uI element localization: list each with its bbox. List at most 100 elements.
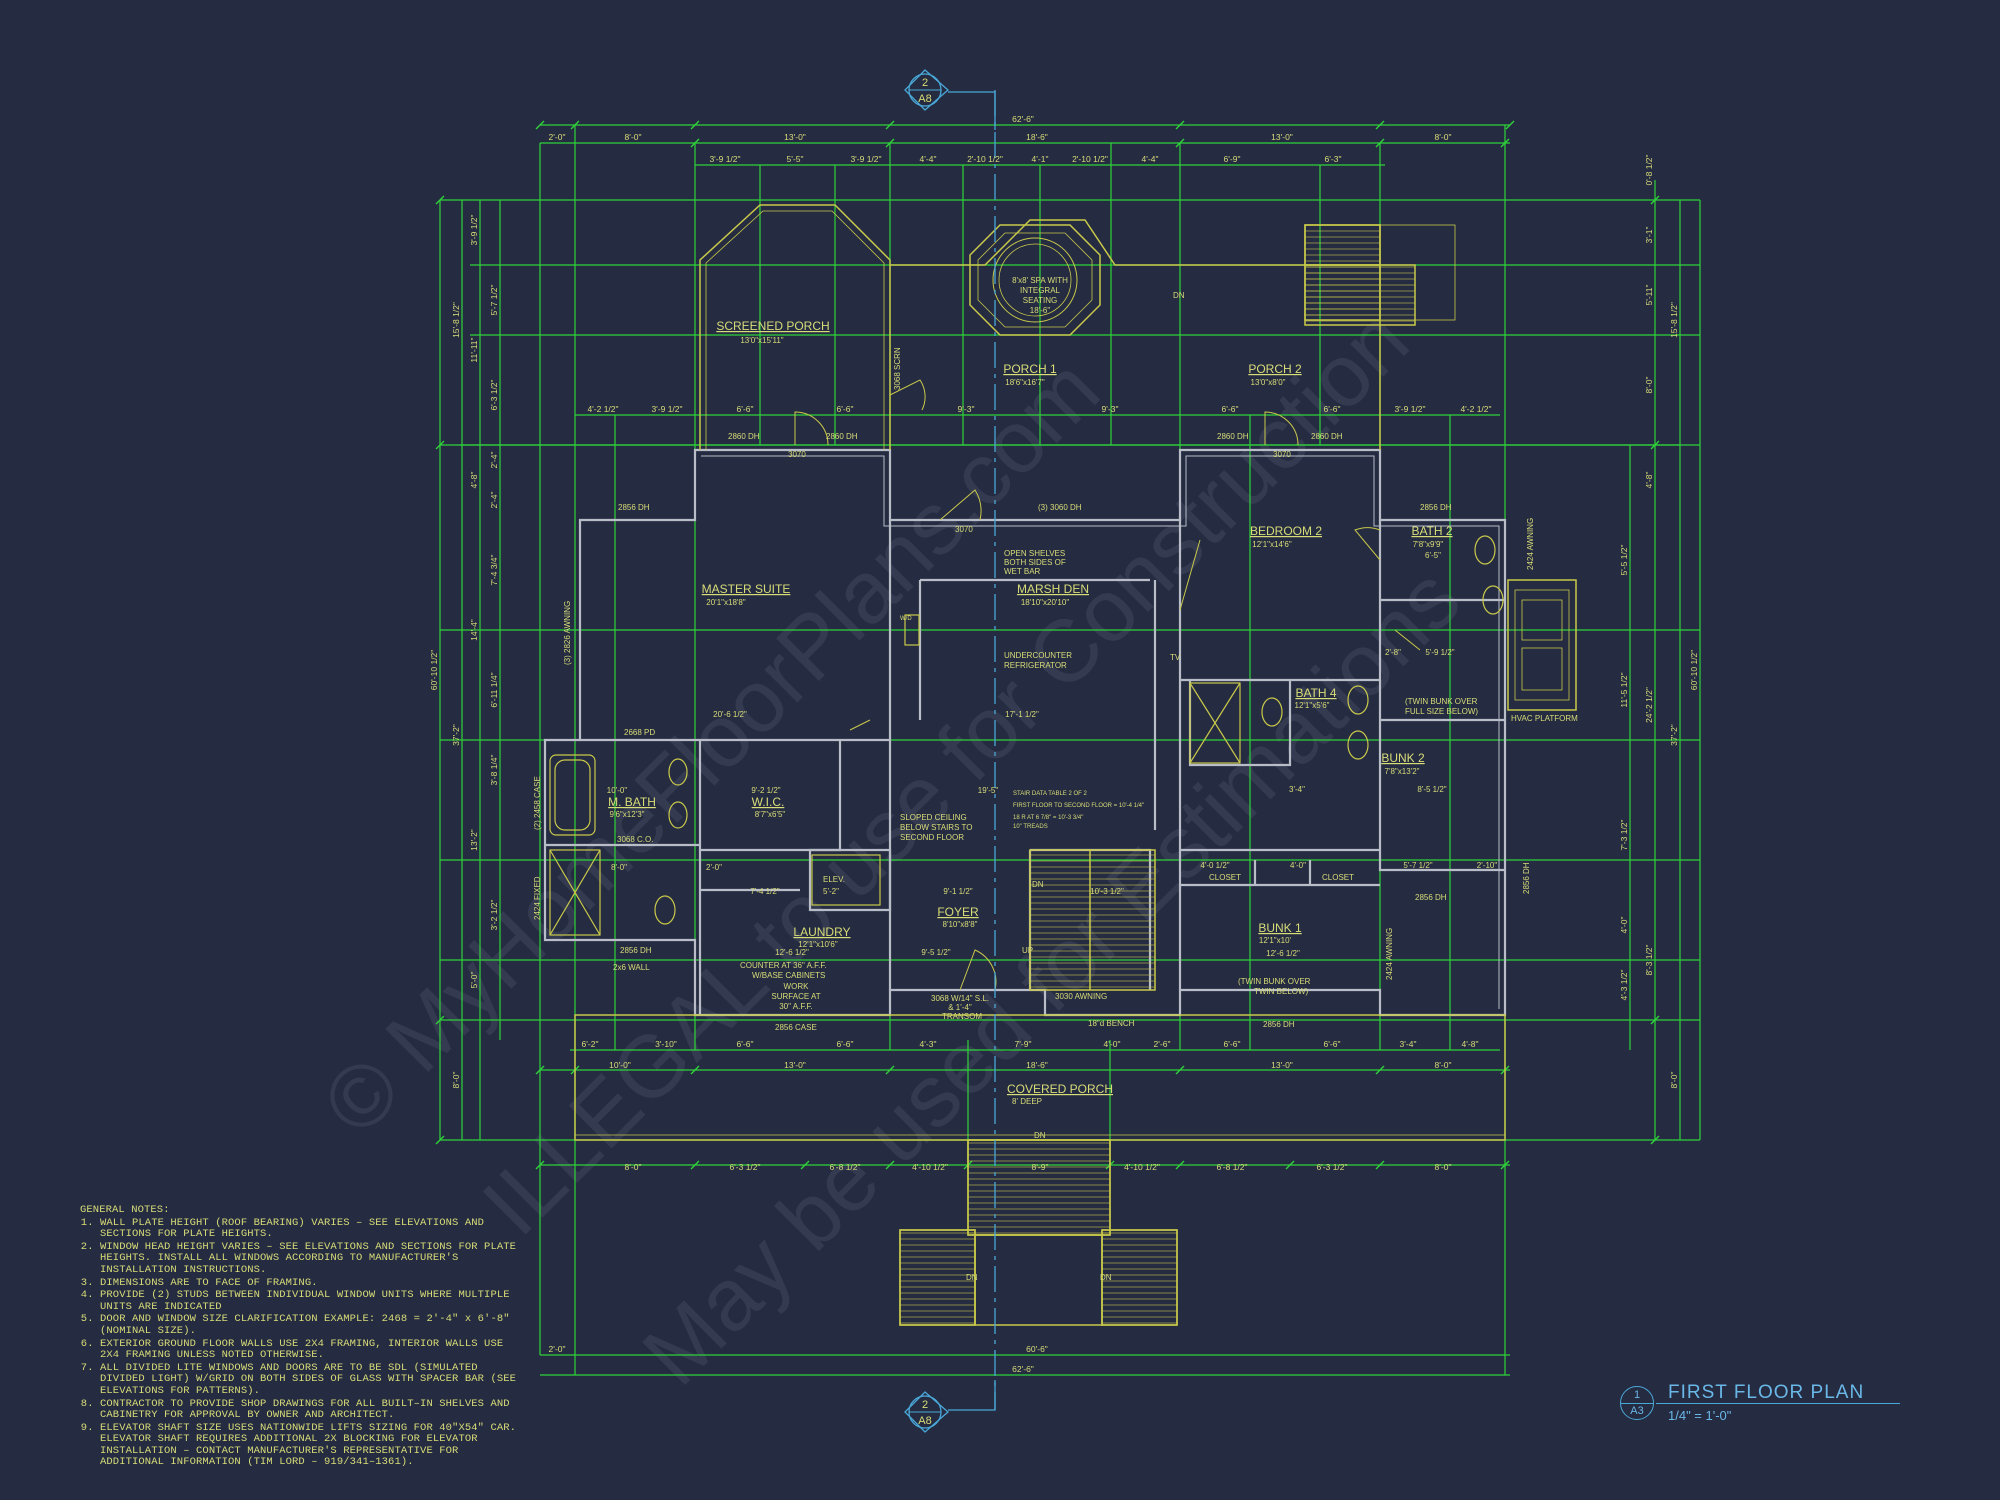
general-note-1: WALL PLATE HEIGHT (ROOF BEARING) VARIES …	[100, 1217, 520, 1241]
vertical-dimension-texts: 60'-10 1/2" 15'-8 1/2" 37'-2" 8'-0" 3'-9…	[429, 154, 1699, 1088]
transom-note-2: & 1'-4"	[948, 1003, 972, 1012]
general-notes: GENERAL NOTES: WALL PLATE HEIGHT (ROOF B…	[80, 1204, 520, 1470]
dim-low-0: 6'-2"	[582, 1039, 599, 1049]
dim-low-3: 6'-6"	[837, 1039, 854, 1049]
dim-top-5: 8'-0"	[1435, 132, 1452, 142]
room-bath-2-name: BATH 2	[1411, 524, 1452, 538]
porch-structures	[574, 204, 1577, 1326]
window-2856dh-2: 2856 DH	[1420, 503, 1452, 512]
dim-right-outer-1: 15'-8 1/2"	[1669, 302, 1679, 338]
dim-low-5: 7'-9"	[1015, 1039, 1032, 1049]
sheet-number: 1	[1633, 1389, 1641, 1401]
dim-mb-2: 2'-0"	[706, 863, 722, 872]
general-note-4: PROVIDE (2) STUDS BETWEEN INDIVIDUAL WIN…	[100, 1289, 520, 1313]
work-note-2: SURFACE AT	[771, 992, 820, 1001]
wet-bar-note-3: WET BAR	[1004, 567, 1041, 576]
dim-stair-6: 10'-3 1/2"	[1090, 887, 1124, 896]
dim-top2-3: 4'-4"	[920, 154, 937, 164]
closet-note-2: CLOSET	[1322, 873, 1354, 882]
sloped-note-3: SECOND FLOOR	[900, 833, 964, 842]
dim-stair-0: 19'-5"	[978, 786, 999, 795]
dim-bot-1: 6'-3 1/2"	[729, 1162, 760, 1172]
room-bunk-1-size: 12'1"x10'	[1259, 936, 1292, 945]
dim-top2-2: 3'-9 1/2"	[850, 154, 881, 164]
section-number-top: 2	[922, 77, 928, 89]
dim-top2-9: 6'-3"	[1325, 154, 1342, 164]
dn-note-stair: DN	[1032, 880, 1044, 889]
dim-low-8: 6'-6"	[1224, 1039, 1241, 1049]
dim-overall-width: 62'-6"	[1012, 114, 1034, 124]
sheet-ref: A3	[1621, 1403, 1653, 1417]
room-marsh-den-size: 18'10"x20'10"	[1021, 598, 1069, 607]
dim-mid-5: 9'-3"	[1102, 404, 1119, 414]
dim-low-4: 4'-3"	[920, 1039, 937, 1049]
dim-low2-4: 8'-0"	[1435, 1060, 1452, 1070]
dn-note-front: DN	[1034, 1131, 1046, 1140]
dim-bunk-14: 6'-5"	[1425, 551, 1441, 560]
stair-table-3: 18 R AT 6 7/8" = 10'-3 3/4"	[1013, 815, 1083, 821]
room-bath-4-name: BATH 4	[1295, 686, 1336, 700]
window-2826-awning: (3) 2826 AWNING	[563, 601, 572, 665]
room-bath-4-size: 12'1"x5'6"	[1295, 701, 1330, 710]
window-2860dh-1: 2860 DH	[728, 432, 760, 441]
room-porch-2-size: 13'0"x8'0"	[1251, 378, 1286, 387]
elev-note: ELEV.	[823, 875, 845, 884]
window-2856dh-5: 2856 DH	[1415, 893, 1447, 902]
dim-bunk-1: 4'-0"	[1290, 861, 1306, 870]
fridge-note-2: REFRIGERATOR	[1004, 661, 1067, 670]
room-bath-2-size: 7'8"x9'9"	[1413, 540, 1444, 549]
twin-over-twin-2: TWIN BELOW)	[1254, 987, 1309, 996]
dim-left-mid-2: 4'-8"	[469, 472, 479, 489]
general-notes-list: WALL PLATE HEIGHT (ROOF BEARING) VARIES …	[80, 1217, 520, 1469]
window-3060dh: (3) 3060 DH	[1038, 503, 1082, 512]
window-2856dh-4: 2856 DH	[1263, 1020, 1295, 1029]
dim-bot-2: 6'-8 1/2"	[829, 1162, 860, 1172]
window-2424-fixed: 2424 FIXED	[533, 876, 542, 920]
up-note: UP	[1022, 946, 1033, 955]
room-bedroom-2-name: BEDROOM 2	[1250, 524, 1322, 538]
dim-left-mid-3: 14'-4"	[469, 619, 479, 641]
bench-note: 18"d BENCH	[1088, 1019, 1135, 1028]
general-notes-title: GENERAL NOTES:	[80, 1204, 170, 1216]
dim-stair-9: 12'-6 1/2"	[775, 948, 809, 957]
dim-left-inner-0: 5'-7 1/2"	[489, 284, 499, 315]
dim-mid-3: 6'-6"	[837, 404, 854, 414]
dim-mb-1: 8'-0"	[611, 863, 627, 872]
room-marsh-den-name: MARSH DEN	[1017, 582, 1089, 596]
twin-over-twin-1: (TWIN BUNK OVER	[1238, 977, 1311, 986]
dim-top-1: 8'-0"	[625, 132, 642, 142]
room-master-suite-size: 20'1"x18'8"	[706, 598, 746, 607]
transom-note-1: 3068 W/14" S.L.	[931, 994, 989, 1003]
closet-note-1: CLOSET	[1209, 873, 1241, 882]
room-wic-name: W.I.C.	[752, 795, 785, 809]
dim-bunk-5: 2'-10"	[1477, 861, 1498, 870]
dim-mid-8: 3'-9 1/2"	[1394, 404, 1425, 414]
room-covered-porch-size: 8' DEEP	[1012, 1097, 1042, 1106]
dim-right-outer-2: 37'-2"	[1669, 724, 1679, 746]
door-3070-2: 3070	[1273, 450, 1291, 459]
dim-right-inner-3: 4'-0"	[1619, 917, 1629, 934]
dim-right-mid-5: 8'-3 1/2"	[1644, 944, 1654, 975]
dim-bot-4: 8'-9"	[1032, 1162, 1049, 1172]
dim-right-overall: 60'-10 1/2"	[1689, 650, 1699, 691]
dim-bot-8: 8'-0"	[1435, 1162, 1452, 1172]
dim-bot-0: 8'-0"	[625, 1162, 642, 1172]
dim-left-outer-1: 37'-2"	[451, 724, 461, 746]
awning-note-1: 3030 AWNING	[1055, 992, 1107, 1001]
dim-left-inner-2: 2'-4"	[489, 452, 499, 469]
plan-scale: 1/4" = 1'-0"	[1668, 1408, 1732, 1423]
dim-bunk-0: 4'-0 1/2"	[1200, 861, 1229, 870]
dim-right-inner-0: 5'-5 1/2"	[1619, 544, 1629, 575]
window-2458-case: (2) 2458 CASE	[533, 776, 542, 830]
window-2856case: 2856 CASE	[775, 1023, 817, 1032]
dim-left-outer-2: 8'-0"	[451, 1072, 461, 1089]
tv-note: TV	[1170, 653, 1181, 662]
dim-overall-inner: 60'-6"	[1026, 1344, 1048, 1354]
general-note-8: CONTRACTOR TO PROVIDE SHOP DRAWINGS FOR …	[100, 1398, 520, 1422]
dim-left-mid-1: 11'-11"	[469, 337, 479, 362]
twin-over-full-2: FULL SIZE BELOW)	[1405, 707, 1478, 716]
dim-stair-4: 9'-1 1/2"	[943, 887, 972, 896]
dim-top-0: 2'-0"	[549, 132, 566, 142]
dim-top2-4: 2'-10 1/2"	[967, 154, 1003, 164]
